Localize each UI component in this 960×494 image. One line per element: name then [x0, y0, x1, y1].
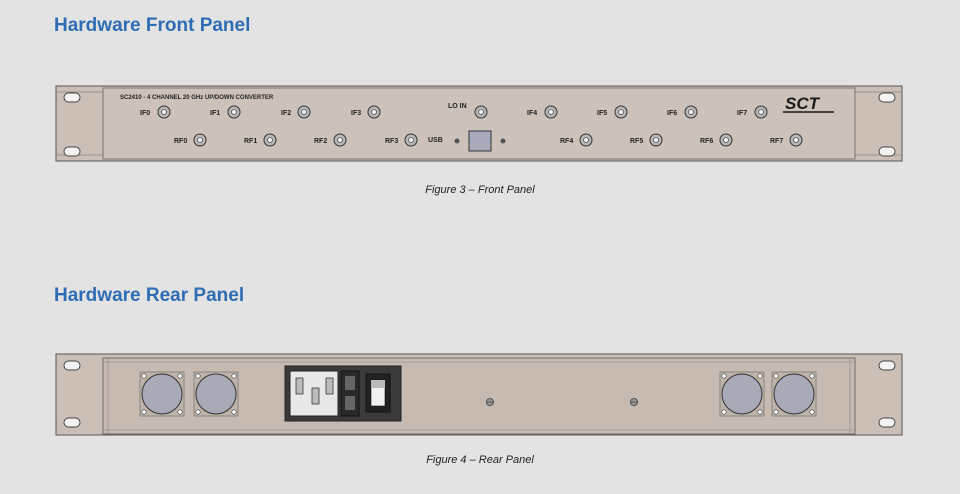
if-label-5: IF5 — [597, 110, 607, 117]
rf-label-1: RF1 — [244, 138, 257, 145]
if-label-1: IF1 — [210, 110, 220, 117]
if-label-2: IF2 — [281, 110, 291, 117]
rear-connector-plate-4 — [771, 371, 817, 417]
led-indicator — [454, 138, 460, 144]
if-label-6: IF6 — [667, 110, 677, 117]
rf-label-7: RF7 — [770, 138, 783, 145]
usb-label: USB — [428, 137, 443, 144]
device-title: SC2410 - 4 CHANNEL 20 GHz UP/DOWN CONVER… — [120, 95, 274, 101]
rf-label-6: RF6 — [700, 138, 713, 145]
mounting-slot — [63, 92, 81, 103]
front-panel-caption: Figure 3 – Front Panel — [425, 184, 535, 196]
rf-label-4: RF4 — [560, 138, 573, 145]
rear-panel-caption: Figure 4 – Rear Panel — [426, 454, 534, 466]
if-label-4: IF4 — [527, 110, 537, 117]
mounting-slot — [878, 360, 896, 371]
front-panel-heading: Hardware Front Panel — [54, 15, 251, 36]
power-switch — [365, 373, 391, 413]
sct-logo: SCT — [785, 94, 821, 113]
if-label-7: IF7 — [737, 110, 747, 117]
rear-panel-drawing — [55, 353, 903, 436]
mounting-slot — [63, 146, 81, 157]
rf-label-3: RF3 — [385, 138, 398, 145]
rf-label-5: RF5 — [630, 138, 643, 145]
front-panel-drawing: SC2410 - 4 CHANNEL 20 GHz UP/DOWN CONVER… — [55, 85, 903, 162]
mounting-slot — [878, 146, 896, 157]
rear-connector-plate-1 — [139, 371, 185, 417]
rf-label-2: RF2 — [314, 138, 327, 145]
rf-label-0: RF0 — [174, 138, 187, 145]
rear-panel-heading: Hardware Rear Panel — [54, 285, 245, 306]
led-indicator — [500, 138, 506, 144]
rear-connector-plate-2 — [193, 371, 239, 417]
mounting-slot — [63, 417, 81, 428]
mounting-slot — [878, 92, 896, 103]
mounting-slot — [63, 360, 81, 371]
if-label-3: IF3 — [351, 110, 361, 117]
mounting-slot — [878, 417, 896, 428]
if-label-0: IF0 — [140, 110, 150, 117]
lo-in-label: LO IN — [448, 103, 467, 110]
usb-port — [468, 130, 492, 152]
rear-connector-plate-3 — [719, 371, 765, 417]
